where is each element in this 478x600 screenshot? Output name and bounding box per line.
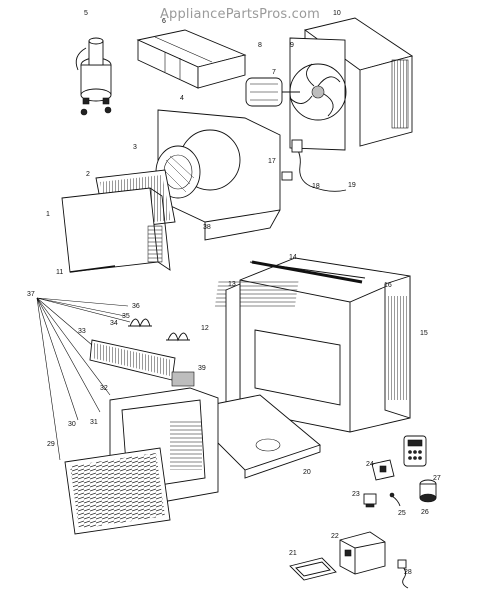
louver-bar-part [89, 339, 176, 381]
callout-27: 27 [433, 475, 441, 482]
callout-10: 10 [333, 10, 341, 17]
callout-8: 8 [258, 42, 262, 49]
drain-strip-part [69, 265, 116, 273]
fan-motor-part [245, 77, 300, 107]
remote-control-part [403, 435, 427, 467]
leader-lines [36, 297, 131, 461]
callout-24: 24 [366, 461, 374, 468]
callout-25: 25 [398, 510, 406, 517]
callout-17: 17 [268, 158, 276, 165]
callout-35: 35 [122, 313, 130, 320]
callout-3: 3 [133, 144, 137, 151]
callout-34: 34 [110, 320, 118, 327]
base-pan-part [184, 394, 321, 479]
callout-16: 16 [384, 282, 392, 289]
callout-21: 21 [289, 550, 297, 557]
callout-4: 4 [180, 95, 184, 102]
relay-part [363, 493, 377, 508]
callout-39: 39 [198, 365, 206, 372]
wiring-harness-part [281, 139, 347, 192]
watermark-text: AppliancePartsPros.com [160, 7, 320, 22]
top-rail-part [251, 260, 363, 284]
mounting-plate-part [289, 557, 337, 581]
callout-26: 26 [421, 509, 429, 516]
capacitor-part [419, 479, 437, 503]
compressor-part [75, 37, 112, 116]
callout-28: 28 [404, 569, 412, 576]
callout-12: 12 [201, 325, 209, 332]
callout-13: 13 [228, 281, 236, 288]
callout-36: 36 [132, 303, 140, 310]
outdoor-fan-part [289, 37, 347, 151]
callout-23: 23 [352, 491, 360, 498]
switch-part [371, 459, 395, 481]
callout-14: 14 [289, 254, 297, 261]
callout-19: 19 [348, 182, 356, 189]
callout-9: 9 [290, 42, 294, 49]
callout-29: 29 [47, 441, 55, 448]
callout-7: 7 [272, 69, 276, 76]
callout-6: 6 [162, 18, 166, 25]
callout-11: 11 [56, 269, 63, 276]
callout-2: 2 [86, 171, 90, 178]
front-grille-part [64, 447, 171, 535]
callout-33: 33 [78, 328, 86, 335]
condenser-part [303, 17, 414, 147]
callout-1: 1 [46, 211, 50, 218]
air-duct-part [136, 29, 247, 89]
front-filter-part [61, 187, 171, 273]
callout-labels: 1 2 3 4 5 6 7 8 9 10 11 12 13 14 15 16 1… [27, 10, 441, 576]
callout-37: 37 [27, 291, 35, 298]
cabinet-part [214, 257, 411, 433]
callout-15: 15 [420, 330, 428, 337]
control-board-part [171, 371, 195, 387]
control-box-part [339, 531, 386, 575]
power-cord-part [397, 559, 409, 589]
callout-32: 32 [100, 385, 108, 392]
callout-31: 31 [90, 419, 98, 426]
callout-18: 18 [312, 183, 320, 190]
callout-38: 38 [203, 224, 211, 231]
callout-22: 22 [331, 533, 339, 540]
callout-30: 30 [68, 421, 76, 428]
callout-20: 20 [303, 469, 311, 476]
callout-5: 5 [84, 10, 88, 17]
louver-clips-part [128, 318, 190, 342]
thermistor-part [389, 492, 401, 507]
